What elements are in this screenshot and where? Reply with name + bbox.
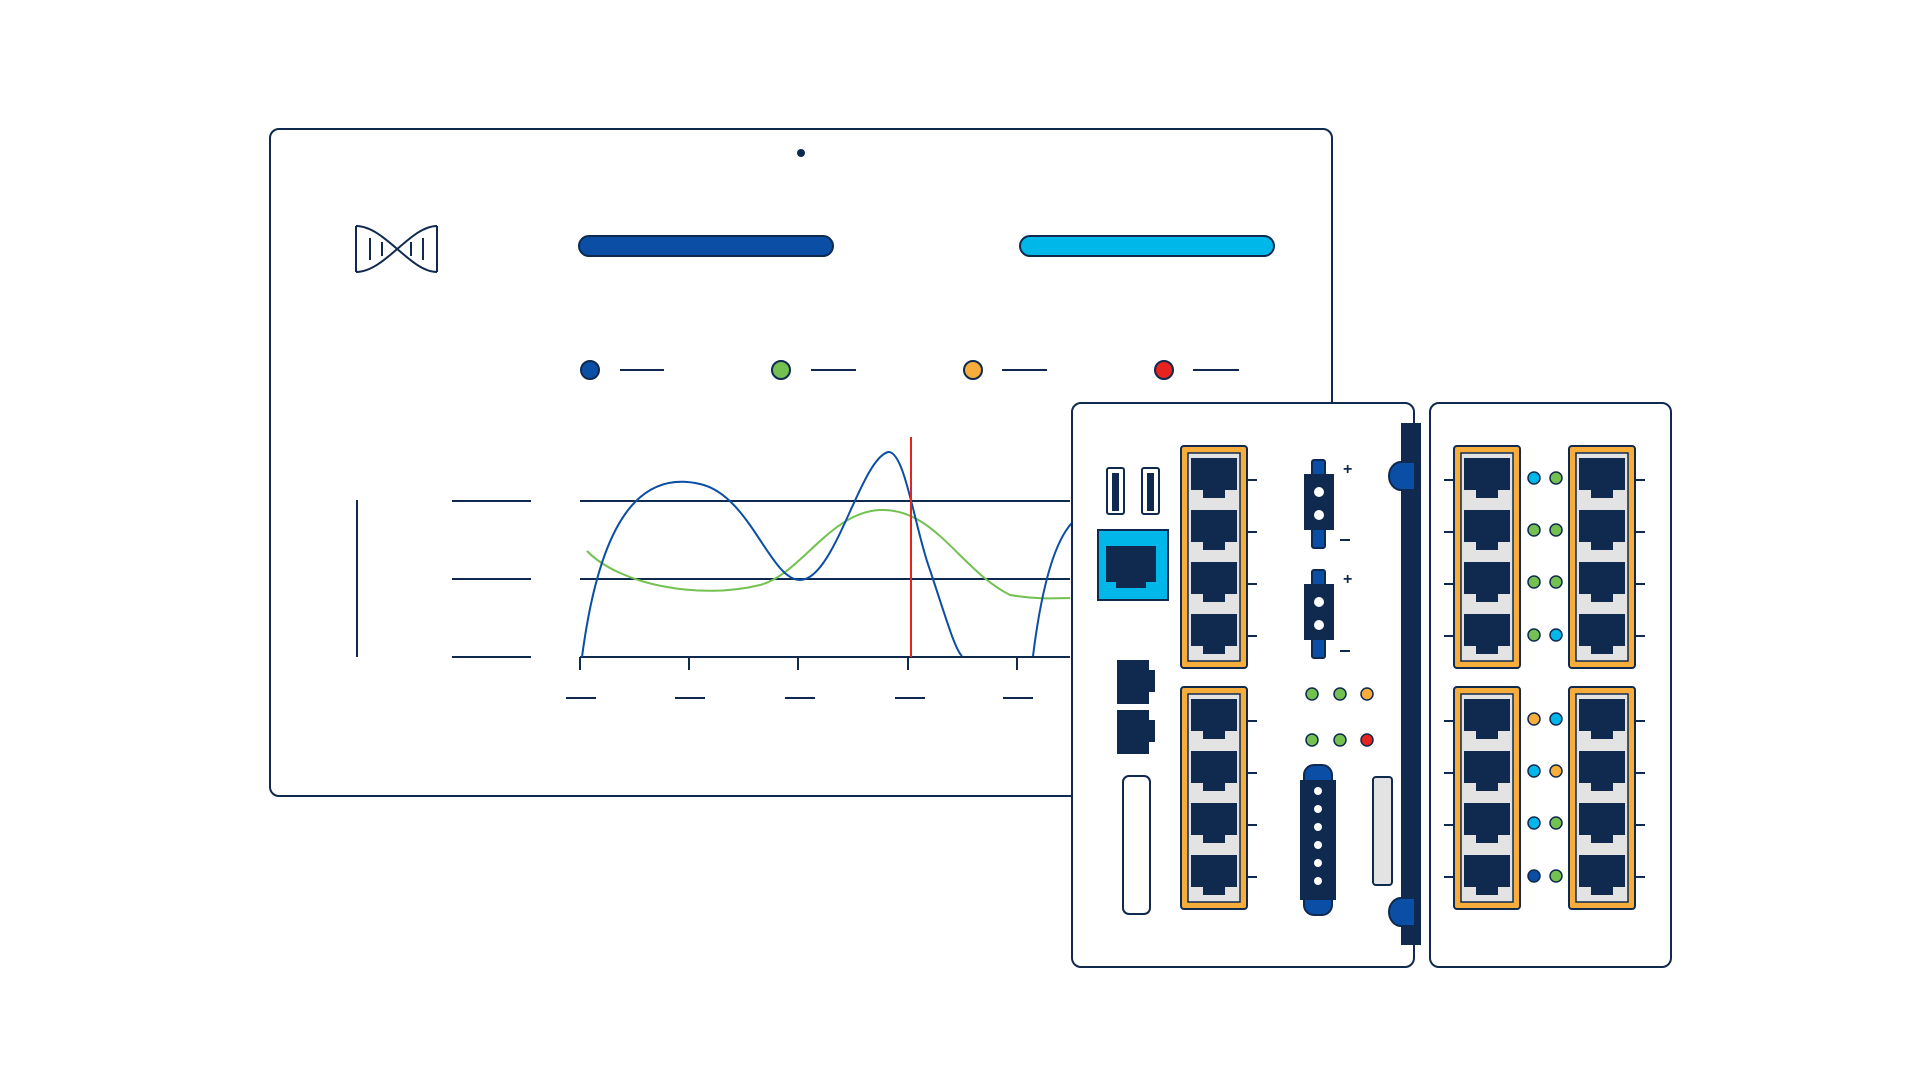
power-connector-icon: + + xyxy=(1304,459,1352,659)
led-indicator xyxy=(1549,471,1563,485)
rj45-port-icon xyxy=(1191,751,1237,791)
led-indicator xyxy=(1549,628,1563,642)
console-connector-icon xyxy=(1300,764,1336,916)
legend-dot xyxy=(963,360,983,380)
dna-helix-icon xyxy=(355,225,438,273)
rj45-port-icon xyxy=(1464,855,1510,895)
sfp-port-icon xyxy=(1117,660,1155,754)
curve-green xyxy=(586,508,1071,600)
rj45-port-block xyxy=(1568,686,1645,910)
secondary-bar xyxy=(1019,235,1275,257)
rj45-port-icon xyxy=(1191,458,1237,498)
rj45-port-icon xyxy=(1191,803,1237,843)
led-indicator xyxy=(1527,575,1541,589)
led-indicator xyxy=(1527,764,1541,778)
rj45-port-block xyxy=(1180,445,1257,669)
led-indicator xyxy=(1527,712,1541,726)
led-indicator xyxy=(1549,712,1563,726)
led-indicator xyxy=(1333,733,1347,747)
panel-hinge xyxy=(1388,423,1421,945)
led-indicator xyxy=(1549,869,1563,883)
led-indicator xyxy=(1527,816,1541,830)
chart xyxy=(356,437,1076,699)
device-main-panel: + + xyxy=(1071,402,1415,968)
svg-text:+: + xyxy=(1343,571,1352,588)
rj45-port-icon xyxy=(1464,699,1510,739)
rj45-port-icon xyxy=(1464,614,1510,654)
led-indicator xyxy=(1549,575,1563,589)
rj45-port-icon xyxy=(1579,855,1625,895)
rj45-port-icon xyxy=(1464,510,1510,550)
rj45-port-icon xyxy=(1579,803,1625,843)
curve-blue xyxy=(581,451,1076,658)
rj45-port-icon xyxy=(1191,614,1237,654)
legend-dot xyxy=(1154,360,1174,380)
led-indicator xyxy=(1527,869,1541,883)
legend-dot xyxy=(771,360,791,380)
rj45-port-block xyxy=(1444,686,1521,910)
ethernet-port-icon xyxy=(1097,529,1169,601)
svg-text:+: + xyxy=(1343,461,1352,478)
legend-dot xyxy=(580,360,600,380)
device-expansion-module xyxy=(1429,402,1672,968)
status-led-icon xyxy=(1305,687,1374,747)
rj45-port-block xyxy=(1444,445,1521,669)
primary-bar xyxy=(578,235,834,257)
rj45-port-icon xyxy=(1464,803,1510,843)
led-indicator xyxy=(1333,687,1347,701)
rj45-port-icon xyxy=(1191,510,1237,550)
led-indicator xyxy=(1527,471,1541,485)
usb-port-icon xyxy=(1106,467,1160,515)
camera-dot xyxy=(797,149,805,157)
rj45-port-icon xyxy=(1191,699,1237,739)
led-indicator xyxy=(1549,816,1563,830)
rj45-port-block xyxy=(1568,445,1645,669)
led-indicator xyxy=(1549,523,1563,537)
rj45-port-block xyxy=(1180,686,1257,910)
rj45-port-icon xyxy=(1464,458,1510,498)
led-indicator xyxy=(1549,764,1563,778)
rj45-port-icon xyxy=(1579,751,1625,791)
rj45-port-icon xyxy=(1191,562,1237,602)
card-slot xyxy=(1122,775,1151,915)
rj45-port-icon xyxy=(1579,458,1625,498)
led-indicator xyxy=(1527,523,1541,537)
label-slot xyxy=(1372,776,1393,886)
rj45-port-icon xyxy=(1464,751,1510,791)
rj45-port-icon xyxy=(1579,699,1625,739)
led-indicator xyxy=(1360,733,1374,747)
led-indicator xyxy=(1305,687,1319,701)
legend xyxy=(580,360,1239,380)
led-indicator xyxy=(1360,687,1374,701)
led-indicator xyxy=(1305,733,1319,747)
module-port-group xyxy=(1444,445,1645,910)
rj45-port-icon xyxy=(1579,562,1625,602)
rj45-port-icon xyxy=(1579,614,1625,654)
monitor xyxy=(269,128,1333,797)
rj45-port-icon xyxy=(1579,510,1625,550)
rj45-port-icon xyxy=(1464,562,1510,602)
rj45-port-icon xyxy=(1191,855,1237,895)
module-led-group xyxy=(1527,471,1563,883)
port-block-group xyxy=(1180,445,1257,910)
led-indicator xyxy=(1527,628,1541,642)
